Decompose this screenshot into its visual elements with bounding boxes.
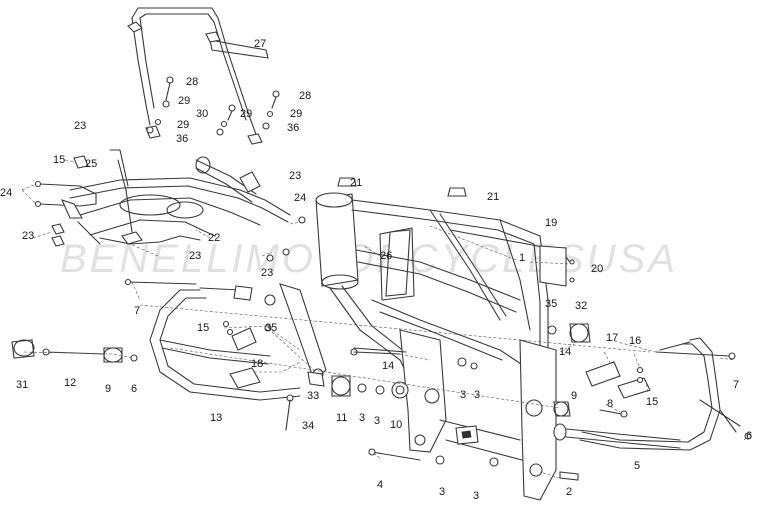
callout-33: 33 xyxy=(307,390,319,402)
callout-24-left: 24 xyxy=(0,187,12,199)
luggage-rack xyxy=(127,7,269,145)
callout-13: 13 xyxy=(210,412,222,424)
callout-9-left: 9 xyxy=(105,383,111,395)
callout-21-left: 21 xyxy=(350,177,362,189)
rear-subframe xyxy=(69,149,291,245)
left-engine-mount xyxy=(279,283,327,387)
callout-15-top: 15 xyxy=(53,154,65,166)
callout-28-left: 28 xyxy=(186,76,198,88)
callout-14-right: 14 xyxy=(559,346,571,358)
callout-1: 1 xyxy=(519,252,525,264)
callout-15-right: 15 xyxy=(646,396,658,408)
callout-29-b: 29 xyxy=(290,108,302,120)
callout-27: 27 xyxy=(254,38,266,50)
callout-26: 26 xyxy=(380,250,392,262)
callout-24-center: 24 xyxy=(294,192,306,204)
callout-9-right: 9 xyxy=(571,390,577,402)
callout-15-left: 15 xyxy=(197,322,209,334)
misc-bolts xyxy=(124,216,407,431)
rack-fasteners xyxy=(146,76,280,136)
callout-2: 2 xyxy=(566,486,572,498)
callout-6-right: 6 xyxy=(746,430,752,442)
leader-lines xyxy=(21,159,749,479)
center-spacer-set xyxy=(331,375,409,399)
callout-11: 11 xyxy=(336,412,347,424)
callout-21-right: 21 xyxy=(487,191,499,203)
callout-29-a: 29 xyxy=(178,95,190,107)
callout-5: 5 xyxy=(634,460,640,472)
callout-3-b: 3 xyxy=(474,389,480,401)
callout-23-right: 23 xyxy=(289,170,301,182)
main-frame xyxy=(315,192,571,501)
callout-19: 19 xyxy=(545,217,557,229)
callout-23-left: 23 xyxy=(22,230,34,242)
callout-8: 8 xyxy=(607,398,613,410)
right-crash-bar xyxy=(553,337,741,451)
callout-34: 34 xyxy=(302,420,314,432)
callout-23-lower: 23 xyxy=(189,250,201,262)
callout-20: 20 xyxy=(591,263,603,275)
left-mount-bolt-set xyxy=(11,339,138,363)
callout-labels: 27 28 28 29 29 29 30 29 36 36 23 15 25 2… xyxy=(0,38,752,502)
callout-3-f: 3 xyxy=(473,490,479,502)
callout-25: 25 xyxy=(85,158,97,170)
left-rear-bracket xyxy=(34,155,97,247)
callout-7-right: 7 xyxy=(733,379,739,391)
side-plate xyxy=(539,245,575,287)
callout-4: 4 xyxy=(377,479,383,491)
callout-32: 32 xyxy=(575,300,587,312)
callout-36-right: 36 xyxy=(287,122,299,134)
callout-14-center: 14 xyxy=(382,360,394,372)
lower-fasteners xyxy=(350,348,579,481)
callout-23-center: 23 xyxy=(261,267,273,279)
callout-3-e: 3 xyxy=(439,486,445,498)
callout-16: 16 xyxy=(629,335,641,347)
callout-36-left: 36 xyxy=(176,133,188,145)
callout-3-a: 3 xyxy=(460,389,466,401)
watermark-text: BENELLIMOTORCYCLESUSA xyxy=(60,237,678,281)
callout-28-right: 28 xyxy=(299,90,311,102)
callout-18: 18 xyxy=(251,358,263,370)
callout-3-c: 3 xyxy=(359,412,365,424)
callout-17: 17 xyxy=(606,332,618,344)
left-crash-bar xyxy=(149,285,301,401)
callout-7-left: 7 xyxy=(134,305,140,317)
callout-6-left: 6 xyxy=(131,383,137,395)
callout-35-left: 35 xyxy=(265,322,277,334)
right-mount-bracket xyxy=(547,323,752,440)
callout-22: 22 xyxy=(208,232,220,244)
callout-30: 30 xyxy=(196,108,208,120)
callout-29-d: 29 xyxy=(240,108,252,120)
callout-12: 12 xyxy=(64,377,76,389)
callout-29-c: 29 xyxy=(177,119,189,131)
callout-31: 31 xyxy=(16,379,28,391)
top-caps xyxy=(337,177,467,197)
callout-23-top: 23 xyxy=(74,120,86,132)
left-crash-bracket xyxy=(222,320,272,351)
callout-3-d: 3 xyxy=(374,415,380,427)
callout-35-right: 35 xyxy=(545,298,557,310)
callout-10: 10 xyxy=(390,419,402,431)
